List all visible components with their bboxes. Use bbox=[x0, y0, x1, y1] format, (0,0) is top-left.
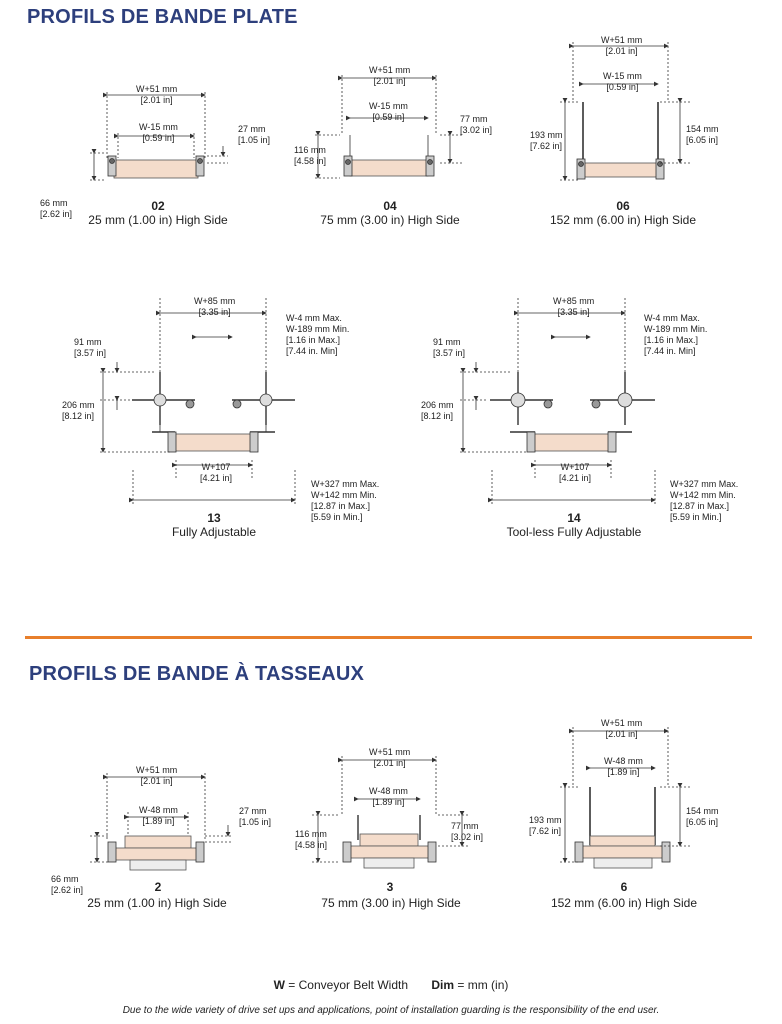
profile-06-desc: 152 mm (6.00 in) High Side bbox=[549, 213, 697, 227]
profile-2-id: 2 bbox=[154, 880, 162, 894]
dim-w327-14: W+327 mm Max. W+142 mm Min. [12.87 in Ma… bbox=[670, 479, 739, 522]
profile-13-id: 13 bbox=[207, 511, 221, 525]
dim-206-13: 206 mm [8.12 in] bbox=[62, 400, 95, 421]
dim-w4-13: W-4 mm Max. W-189 mm Min. [1.16 in Max.]… bbox=[286, 313, 350, 356]
dim-91-13: 91 mm [3.57 in] bbox=[74, 337, 107, 358]
dim-27-2: 27 mm [1.05 in] bbox=[239, 806, 272, 827]
dim-w51-02: W+51 mm [2.01 in] bbox=[136, 84, 178, 105]
dim-w85-14: W+85 mm [3.35 in] bbox=[553, 296, 595, 317]
profile-6-desc: 152 mm (6.00 in) High Side bbox=[550, 896, 698, 910]
dim-w48-2: W-48 mm [1.89 in] bbox=[139, 805, 178, 826]
dim-193-6: 193 mm [7.62 in] bbox=[529, 815, 562, 836]
dim-w15-02: W-15 mm [0.59 in] bbox=[139, 122, 178, 143]
profile-02-id: 02 bbox=[151, 199, 165, 213]
section-divider bbox=[25, 636, 752, 639]
dim-66-2: 66 mm [2.62 in] bbox=[51, 874, 84, 895]
profile-02-desc: 25 mm (1.00 in) High Side bbox=[88, 213, 228, 227]
profile-3-drawing bbox=[312, 756, 468, 869]
dim-w51-04: W+51 mm [2.01 in] bbox=[369, 65, 411, 86]
profile-6-id: 6 bbox=[620, 880, 628, 894]
profile-13-drawing bbox=[100, 298, 296, 505]
legend-w-key: W bbox=[273, 978, 285, 992]
dim-154-06: 154 mm [6.05 in] bbox=[686, 124, 719, 145]
dim-116-3: 116 mm [4.58 in] bbox=[295, 829, 328, 850]
profile-06-id: 06 bbox=[616, 199, 630, 213]
dim-w15-06: W-15 mm [0.59 in] bbox=[603, 71, 642, 92]
dim-154-6: 154 mm [6.05 in] bbox=[686, 806, 719, 827]
profile-04-desc: 75 mm (3.00 in) High Side bbox=[320, 213, 460, 227]
dim-w48-6: W-48 mm [1.89 in] bbox=[604, 756, 643, 777]
profile-6-drawing bbox=[560, 727, 690, 869]
profile-2-drawing bbox=[90, 773, 232, 871]
profile-14-id: 14 bbox=[567, 511, 581, 525]
section-title-cleated: PROFILS DE BANDE À TASSEAUX bbox=[29, 663, 365, 685]
dim-w4-14: W-4 mm Max. W-189 mm Min. [1.16 in Max.]… bbox=[644, 313, 708, 356]
dim-w15-04: W-15 mm [0.59 in] bbox=[369, 101, 408, 122]
dim-193-06: 193 mm [7.62 in] bbox=[530, 130, 563, 151]
profile-3-desc: 75 mm (3.00 in) High Side bbox=[321, 896, 461, 910]
dim-27-02: 27 mm [1.05 in] bbox=[238, 124, 271, 145]
dim-116-04: 116 mm [4.58 in] bbox=[294, 145, 327, 166]
profile-02-drawing bbox=[90, 92, 228, 181]
legend-dim-key: Dim bbox=[431, 978, 455, 992]
profile-04-id: 04 bbox=[383, 199, 397, 213]
profile-04-drawing bbox=[315, 75, 462, 179]
dim-w107-14: W+107 [4.21 in] bbox=[559, 462, 592, 483]
section-title-flat: PROFILS DE BANDE PLATE bbox=[27, 6, 298, 28]
dim-w51-3: W+51 mm [2.01 in] bbox=[369, 747, 411, 768]
profile-2-desc: 25 mm (1.00 in) High Side bbox=[87, 896, 227, 910]
dim-91-14: 91 mm [3.57 in] bbox=[433, 337, 466, 358]
legend: W = Conveyor Belt Width Dim = mm (in) bbox=[0, 978, 782, 992]
dim-w48-3: W-48 mm [1.89 in] bbox=[369, 786, 408, 807]
footnote: Due to the wide variety of drive set ups… bbox=[122, 1005, 660, 1016]
profile-06-drawing bbox=[560, 42, 690, 181]
dim-w51-6: W+51 mm [2.01 in] bbox=[601, 718, 643, 739]
dim-w327-13: W+327 mm Max. W+142 mm Min. [12.87 in Ma… bbox=[311, 479, 380, 522]
dim-w85-13: W+85 mm [3.35 in] bbox=[194, 296, 236, 317]
dim-77-04: 77 mm [3.02 in] bbox=[460, 114, 493, 135]
legend-dim-text: = mm (in) bbox=[454, 978, 509, 992]
legend-w-text: = Conveyor Belt Width bbox=[284, 978, 409, 992]
profile-13-desc: Fully Adjustable bbox=[171, 525, 257, 539]
profile-3-id: 3 bbox=[386, 880, 394, 894]
dim-206-14: 206 mm [8.12 in] bbox=[421, 400, 454, 421]
profile-14-desc: Tool-less Fully Adjustable bbox=[506, 525, 642, 539]
dim-w107-13: W+107 [4.21 in] bbox=[200, 462, 233, 483]
profile-14-drawing bbox=[460, 298, 656, 505]
dim-66-02: 66 mm [2.62 in] bbox=[40, 198, 73, 219]
dim-77-3: 77 mm [3.02 in] bbox=[451, 821, 484, 842]
dim-w51-2: W+51 mm [2.01 in] bbox=[136, 765, 178, 786]
dim-w51-06: W+51 mm [2.01 in] bbox=[601, 35, 643, 56]
